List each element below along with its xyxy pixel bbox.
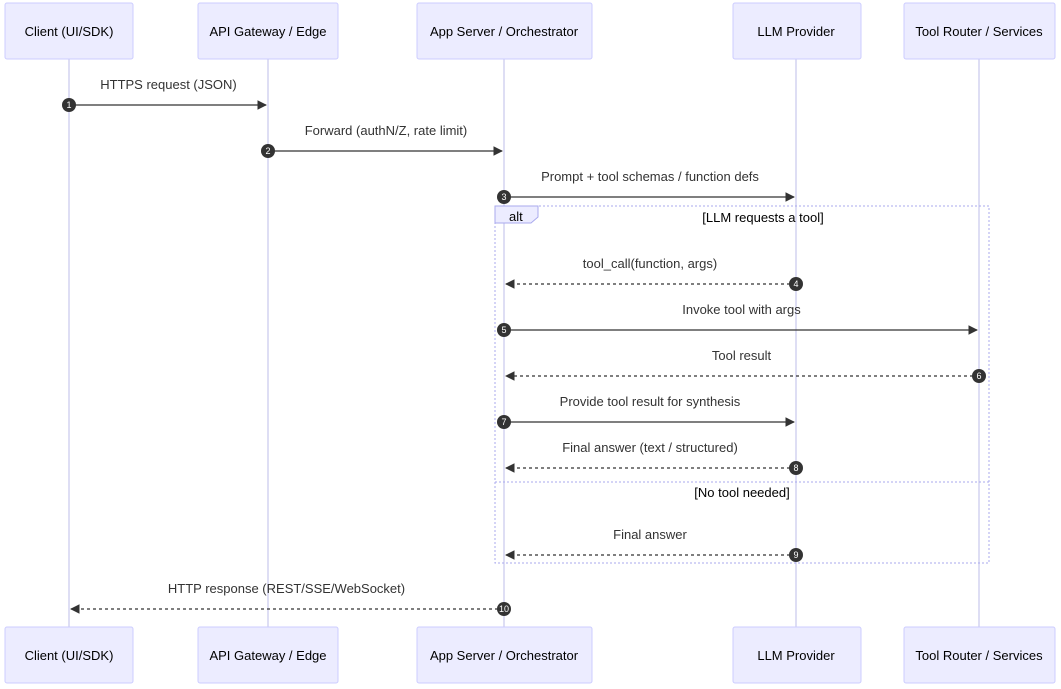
participant-gateway-bottom: API Gateway / Edge: [197, 626, 339, 684]
participant-label: App Server / Orchestrator: [430, 24, 579, 39]
badge-circle: [497, 602, 511, 616]
badge-circle: [789, 461, 803, 475]
badge-circle: [497, 415, 511, 429]
participant-label: API Gateway / Edge: [209, 24, 326, 39]
alt-label: alt: [509, 209, 523, 224]
message-label: Forward (authN/Z, rate limit): [305, 123, 468, 138]
message-4: tool_call(function, args) 4: [505, 256, 803, 291]
message-label: Final answer: [613, 527, 687, 542]
lifelines: [68, 59, 980, 627]
participants-bottom: Client (UI/SDK) API Gateway / Edge App Ser…: [4, 626, 1056, 684]
alt-condition-1: [LLM requests a tool]: [702, 210, 823, 225]
participant-llm-top: LLM Provider: [732, 2, 862, 60]
message-label: HTTPS request (JSON): [100, 77, 237, 92]
sequence-number-badge: 4: [789, 277, 803, 291]
sequence-number-badge: 3: [497, 190, 511, 204]
participant-box: [4, 626, 134, 684]
sequence-number: 1: [66, 100, 71, 110]
message-label: tool_call(function, args): [583, 256, 717, 271]
participant-tools-bottom: Tool Router / Services: [903, 626, 1056, 684]
participant-client-top: Client (UI/SDK): [4, 2, 134, 60]
sequence-number: 5: [501, 325, 506, 335]
participant-app-bottom: App Server / Orchestrator: [416, 626, 593, 684]
alt-condition-2: [No tool needed]: [694, 485, 789, 500]
participants-top: Client (UI/SDK) API Gateway / Edge App Ser…: [4, 2, 1056, 60]
sequence-number: 8: [793, 463, 798, 473]
participant-box: [903, 2, 1056, 60]
sequence-number: 6: [976, 371, 981, 381]
sequence-number-badge: 2: [261, 144, 275, 158]
sequence-number-badge: 5: [497, 323, 511, 337]
message-6: Tool result 6: [505, 348, 986, 383]
badge-circle: [261, 144, 275, 158]
alt-tab: [494, 205, 539, 224]
badge-circle: [62, 98, 76, 112]
participant-label: App Server / Orchestrator: [430, 648, 579, 663]
message-8: Final answer (text / structured) 8: [505, 440, 803, 475]
participant-client-bottom: Client (UI/SDK): [4, 626, 134, 684]
participant-box: [416, 626, 593, 684]
alt-fragment: alt [LLM requests a tool] [No tool needed]: [494, 205, 990, 564]
sequence-number: 4: [793, 279, 798, 289]
message-1: HTTPS request (JSON) 1: [62, 77, 267, 112]
participant-box: [903, 626, 1056, 684]
participant-label: API Gateway / Edge: [209, 648, 326, 663]
badge-circle: [497, 323, 511, 337]
badge-circle: [972, 369, 986, 383]
message-label: Provide tool result for synthesis: [560, 394, 741, 409]
sequence-number-badge: 7: [497, 415, 511, 429]
message-7: Provide tool result for synthesis 7: [497, 394, 795, 429]
badge-circle: [497, 190, 511, 204]
participant-box: [4, 2, 134, 60]
sequence-number: 7: [501, 417, 506, 427]
participant-tools-top: Tool Router / Services: [903, 2, 1056, 60]
sequence-number-badge: 1: [62, 98, 76, 112]
participant-box: [416, 2, 593, 60]
badge-circle: [789, 548, 803, 562]
sequence-number: 10: [499, 604, 509, 614]
sequence-number-badge: 8: [789, 461, 803, 475]
participant-label: Client (UI/SDK): [25, 24, 114, 39]
sequence-number-badge: 10: [497, 602, 511, 616]
message-label: Invoke tool with args: [682, 302, 801, 317]
message-3: Prompt + tool schemas / function defs 3: [497, 169, 795, 204]
participant-label: Tool Router / Services: [915, 648, 1043, 663]
participant-box: [197, 626, 339, 684]
participant-box: [197, 2, 339, 60]
sequence-number: 9: [793, 550, 798, 560]
sequence-number-badge: 9: [789, 548, 803, 562]
participant-label: Tool Router / Services: [915, 24, 1043, 39]
badge-circle: [789, 277, 803, 291]
message-10: HTTP response (REST/SSE/WebSocket) 10: [70, 581, 511, 616]
participant-llm-bottom: LLM Provider: [732, 626, 862, 684]
participant-box: [732, 2, 862, 60]
message-label: Final answer (text / structured): [562, 440, 738, 455]
alt-frame: [494, 205, 990, 564]
message-label: Prompt + tool schemas / function defs: [541, 169, 759, 184]
participant-label: LLM Provider: [757, 24, 835, 39]
message-label: HTTP response (REST/SSE/WebSocket): [168, 581, 405, 596]
message-2: Forward (authN/Z, rate limit) 2: [261, 123, 503, 158]
participant-label: Client (UI/SDK): [25, 648, 114, 663]
sequence-number-badge: 6: [972, 369, 986, 383]
participant-app-top: App Server / Orchestrator: [416, 2, 593, 60]
participant-label: LLM Provider: [757, 648, 835, 663]
sequence-number: 3: [501, 192, 506, 202]
message-label: Tool result: [712, 348, 772, 363]
message-9: Final answer 9: [505, 527, 803, 562]
participant-box: [732, 626, 862, 684]
sequence-number: 2: [265, 146, 270, 156]
participant-gateway-top: API Gateway / Edge: [197, 2, 339, 60]
message-5: Invoke tool with args 5: [497, 302, 978, 337]
